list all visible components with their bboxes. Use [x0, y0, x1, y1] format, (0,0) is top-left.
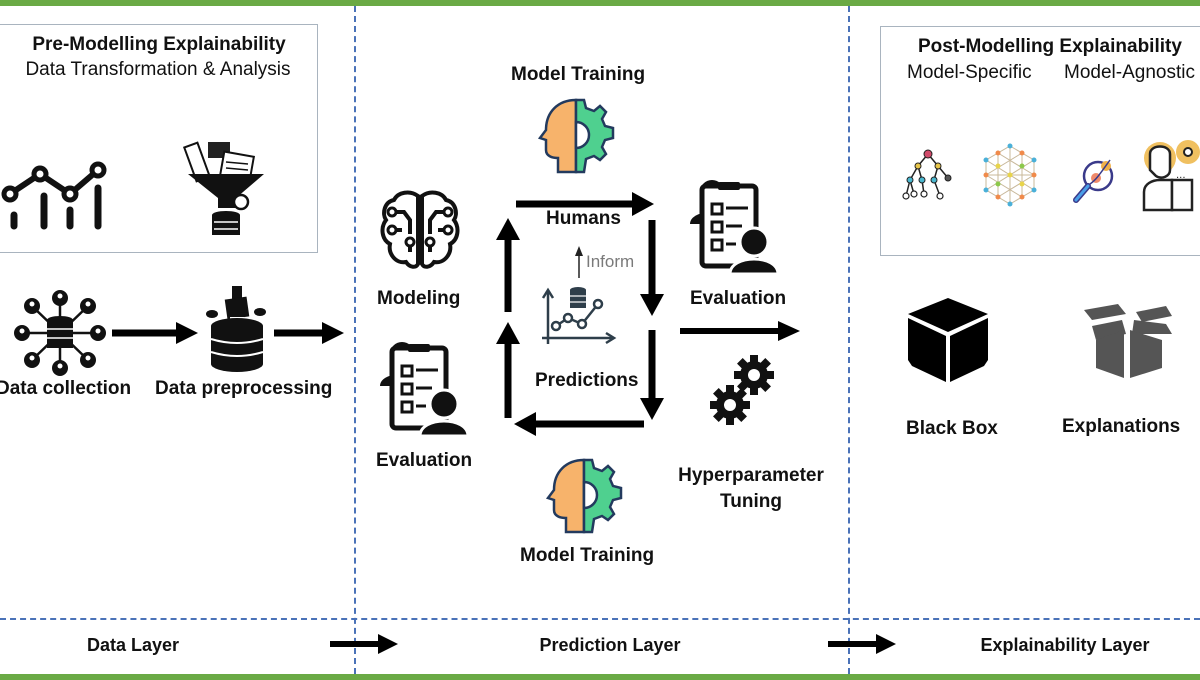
training-loop-arrows: [496, 192, 664, 436]
model-training-top-label: Model Training: [511, 64, 646, 85]
black-box-icon: [908, 298, 988, 382]
inform-label: Inform: [586, 252, 635, 271]
data-network-icon: [14, 290, 106, 376]
prediction-layer-label: Prediction Layer: [539, 635, 681, 655]
inform-arrow: [575, 246, 583, 278]
post-modelling-box: [880, 26, 1200, 256]
model-agnostic-label: Model-Agnostic: [1064, 62, 1195, 83]
arrow-data-to-prediction-layer: [330, 634, 398, 654]
data-collection-label: Data collection: [0, 378, 132, 399]
hyperparameter-label-line1: Hyperparameter: [678, 465, 824, 486]
black-box-label: Black Box: [906, 418, 998, 439]
hyperparameter-label-line2: Tuning: [720, 491, 782, 512]
evaluation-right-icon: [690, 180, 780, 276]
database-cleaning-icon: [206, 286, 266, 372]
pre-modelling-box: [0, 24, 318, 253]
evaluation-right-label: Evaluation: [690, 288, 787, 309]
pre-modelling-title: Pre-Modelling Explainability: [32, 34, 286, 55]
decision-tree-icon: [902, 149, 952, 200]
divider-data-prediction: [354, 6, 356, 674]
arrow-top-right: [516, 192, 654, 216]
arrow-preprocessing-to-prediction: [274, 322, 344, 344]
model-training-bottom-label: Model Training: [520, 545, 655, 566]
explainability-layer-label: Explainability Layer: [980, 635, 1150, 655]
pre-modelling-subtitle: Data Transformation & Analysis: [25, 59, 291, 80]
arrow-prediction-to-explainability-layer: [828, 634, 896, 654]
model-specific-label: Model-Specific: [907, 62, 1032, 83]
bottom-band: [0, 674, 1200, 680]
arrow-right-down-lower: [640, 330, 664, 420]
data-layer-label: Data Layer: [86, 635, 180, 655]
arrow-left-up-lower: [496, 322, 520, 418]
layer-label-divider: [0, 618, 1200, 620]
evaluation-left-label: Evaluation: [376, 450, 473, 471]
magnifier-dna-icon: [1073, 159, 1114, 203]
predictions-label: Predictions: [535, 370, 639, 391]
svg-text:...: ...: [1176, 170, 1186, 181]
model-training-top-icon: [537, 98, 615, 174]
line-chart-icon: [1, 161, 107, 230]
brain-circuit-icon: [380, 190, 460, 269]
arrow-prediction-to-explainability: [680, 321, 800, 341]
explanations-label: Explanations: [1062, 416, 1181, 437]
evaluation-left-icon: [380, 342, 470, 438]
humans-label: Humans: [546, 208, 621, 229]
modeling-label: Modeling: [377, 288, 461, 309]
open-box-icon: [1084, 304, 1172, 378]
arrow-right-down-upper: [640, 220, 664, 316]
data-funnel-icon: [182, 141, 264, 235]
arrow-collection-to-preprocessing: [112, 322, 198, 344]
top-band: [0, 0, 1200, 6]
analyst-icon: ...: [1142, 140, 1200, 212]
divider-prediction-explainability: [848, 6, 850, 674]
predictions-chart-icon: [541, 287, 617, 345]
hyperparameter-gears-icon: [710, 355, 774, 425]
model-training-bottom-icon: [545, 458, 623, 534]
arrow-bottom-left: [514, 412, 644, 436]
post-modelling-title: Post-Modelling Explainability: [918, 36, 1182, 57]
neural-network-icon: [983, 143, 1037, 207]
data-preprocessing-label: Data preprocessing: [155, 378, 333, 399]
arrow-left-up-upper: [496, 218, 520, 312]
